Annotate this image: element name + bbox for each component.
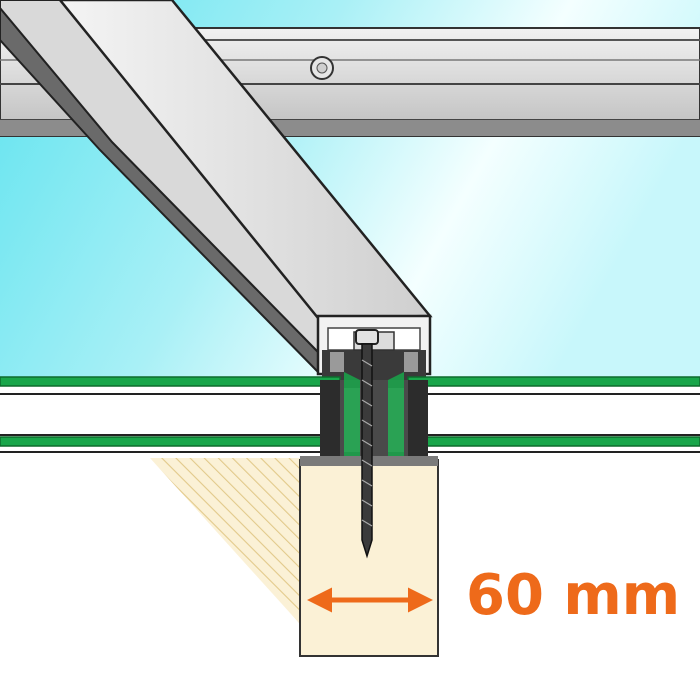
fixing-screw bbox=[355, 329, 379, 559]
panel-core-right bbox=[428, 395, 700, 435]
dimension-label: 60 mm bbox=[466, 563, 681, 628]
panel-core-left bbox=[0, 395, 320, 435]
glazing-bar bbox=[0, 0, 433, 380]
timber-support bbox=[150, 456, 439, 657]
seal-profile bbox=[320, 372, 428, 458]
